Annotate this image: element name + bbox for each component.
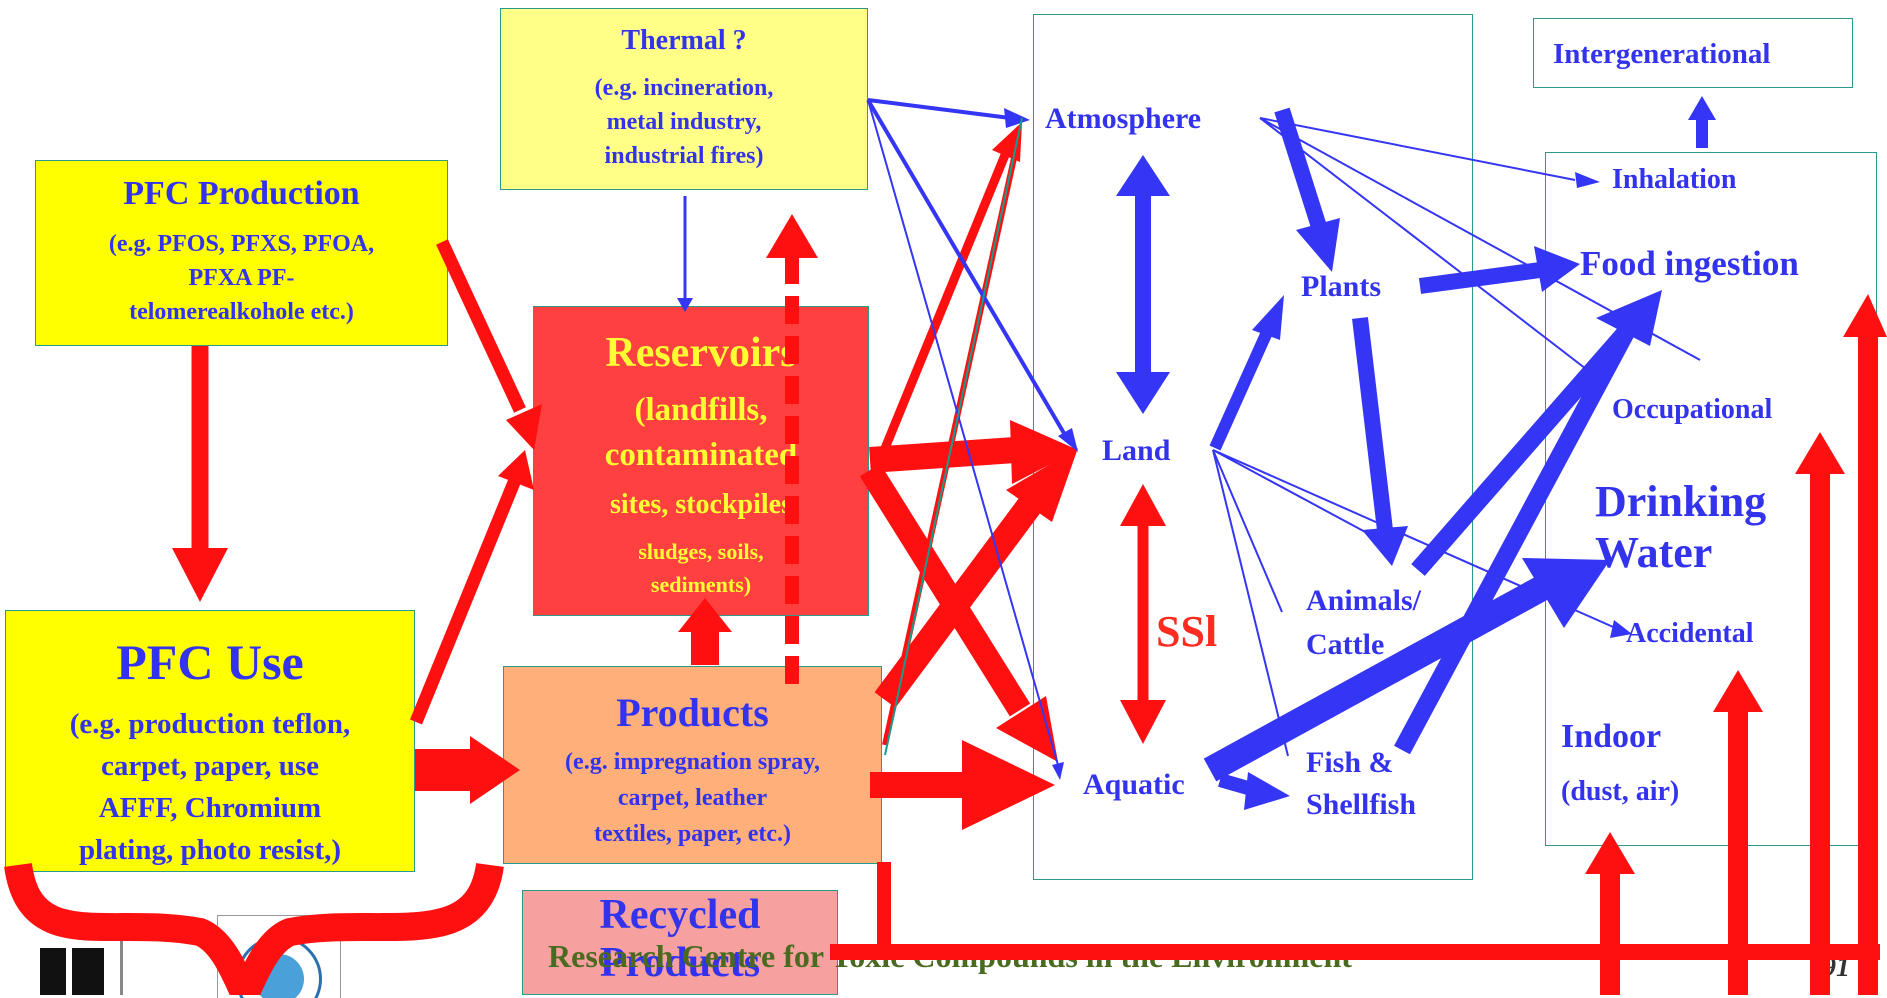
thermal-title: Thermal ? <box>621 25 747 56</box>
ssl-label: SSl <box>1156 607 1218 656</box>
food-ingestion-label: Food ingestion <box>1580 244 1799 283</box>
fish-label: Fish & <box>1306 746 1394 779</box>
products-line: carpet, leather <box>617 785 768 811</box>
reservoirs-line: sludges, soils, <box>638 539 764 564</box>
pfc-production-box: PFC Production (e.g. PFOS, PFXS, PFOA, P… <box>35 160 448 346</box>
pfc-production-line: telomerealkohole etc.) <box>129 299 354 325</box>
footer-text: Research Centre for Toxic Compounds in t… <box>548 938 1352 974</box>
pfc-production-title: PFC Production <box>123 175 360 212</box>
inhalation-label: Inhalation <box>1612 164 1737 195</box>
animals-label: Cattle <box>1306 628 1385 661</box>
animals-label: Animals/ <box>1306 584 1422 617</box>
indoor-sub-label: (dust, air) <box>1561 776 1680 807</box>
products-line: textiles, paper, etc.) <box>593 821 792 847</box>
pfc-use-line: plating, photo resist,) <box>78 834 342 866</box>
reservoirs-title: Reservoirs <box>605 330 797 376</box>
drinking-water-label: Water <box>1595 528 1713 577</box>
pfc-production-line: PFXA PF- <box>188 265 295 291</box>
atmosphere-label: Atmosphere <box>1045 102 1202 135</box>
intergenerational-label: Intergenerational <box>1553 38 1771 70</box>
pfc-production-line: (e.g. PFOS, PFXS, PFOA, <box>108 231 375 257</box>
reservoirs-line: (landfills, <box>634 392 768 428</box>
recycled-line: Products <box>599 940 761 986</box>
land-label: Land <box>1102 434 1171 467</box>
aquatic-label: Aquatic <box>1083 768 1185 801</box>
plants-label: Plants <box>1301 270 1382 303</box>
pfc-use-line: (e.g. production teflon, <box>69 708 351 740</box>
reservoirs-line: contaminated <box>604 437 798 473</box>
pfc-use-line: carpet, paper, use <box>100 750 320 782</box>
university-logo <box>0 918 175 995</box>
intergenerational-box <box>1533 18 1853 88</box>
indoor-label: Indoor <box>1561 718 1662 755</box>
thermal-line: industrial fires) <box>604 143 764 169</box>
thermal-line: (e.g. incineration, <box>594 75 774 101</box>
products-title: Products <box>616 690 769 735</box>
pfc-use-line: AFFF, Chromium <box>98 792 322 824</box>
recycled-products-box: Recycled Products <box>522 890 838 995</box>
occupational-label: Occupational <box>1612 394 1773 425</box>
thermal-box: Thermal ? (e.g. incineration, metal indu… <box>500 8 868 190</box>
reservoirs-box: Reservoirs (landfills, contaminated site… <box>533 306 869 616</box>
reservoirs-line: sites, stockpiles <box>610 489 792 520</box>
fish-label: Shellfish <box>1306 788 1417 821</box>
reservoirs-line: sediments) <box>650 572 752 597</box>
recycled-line: Recycled <box>599 892 761 938</box>
environment-panel <box>1033 14 1473 880</box>
drinking-water-label: Drinking <box>1595 477 1767 526</box>
pfc-use-title: PFC Use <box>116 634 304 690</box>
thermal-line: metal industry, <box>606 109 762 135</box>
products-line: (e.g. impregnation spray, <box>565 749 820 775</box>
environment-centre-logo <box>217 915 341 998</box>
accidental-label: Accidental <box>1626 618 1754 649</box>
pfc-use-box: PFC Use (e.g. production teflon, carpet,… <box>5 610 415 872</box>
products-box: Products (e.g. impregnation spray, carpe… <box>503 666 882 864</box>
page-number: 91 <box>1822 952 1850 983</box>
